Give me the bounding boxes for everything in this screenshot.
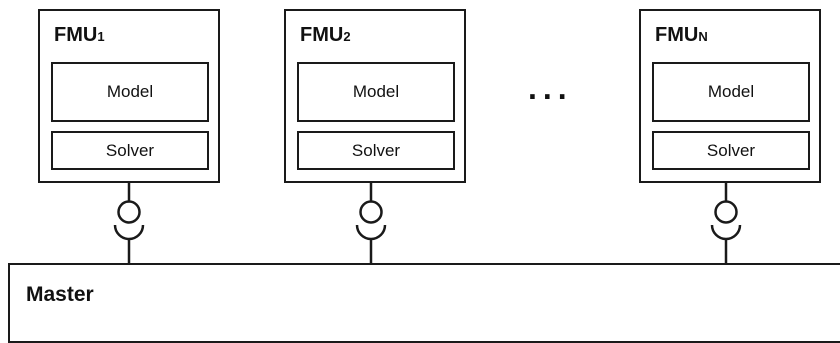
fmu-subscript: 1 xyxy=(97,29,105,44)
fmu-title-n: FMUN xyxy=(655,25,708,45)
model-box: Model xyxy=(652,62,810,122)
model-box: Model xyxy=(297,62,455,122)
connector-n xyxy=(710,183,742,263)
fmu-subscript: 2 xyxy=(343,29,351,44)
fmu-box-1: FMU1 Model Solver xyxy=(38,9,220,183)
ellipsis: ... xyxy=(528,70,573,106)
connector-2 xyxy=(355,183,387,263)
connector-1 xyxy=(113,183,145,263)
model-box: Model xyxy=(51,62,209,122)
master-box: Master xyxy=(8,263,840,343)
master-title: Master xyxy=(26,283,94,306)
solver-box: Solver xyxy=(652,131,810,170)
solver-box: Solver xyxy=(297,131,455,170)
fmu-box-n: FMUN Model Solver xyxy=(639,9,821,183)
fmu-name: FMU xyxy=(655,24,699,46)
fmu-title-1: FMU1 xyxy=(54,25,105,45)
fmu-title-2: FMU2 xyxy=(300,25,351,45)
fmu-subscript: N xyxy=(698,29,708,44)
fmu-name: FMU xyxy=(54,24,98,46)
fmu-box-2: FMU2 Model Solver xyxy=(284,9,466,183)
solver-box: Solver xyxy=(51,131,209,170)
fmu-name: FMU xyxy=(300,24,344,46)
